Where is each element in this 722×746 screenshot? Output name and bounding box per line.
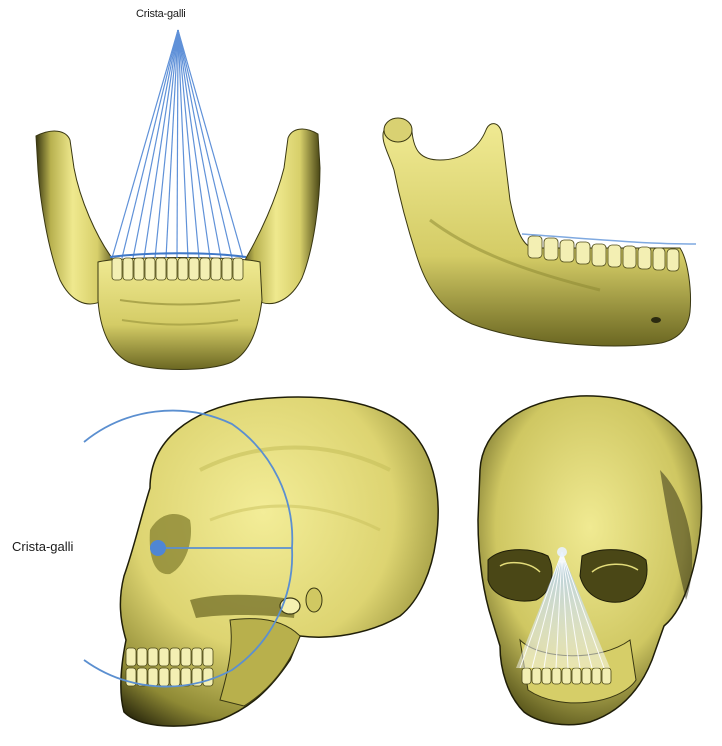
mandible-lateral-body [383,121,691,346]
mandible-lateral-view [383,118,696,346]
projection-fan-frontal [112,30,243,258]
skull-lateral-view [84,397,438,726]
left-orbit [488,550,552,601]
mandible-frontal-view [36,30,320,370]
skull-frontal-view [478,396,702,725]
crista-galli-point [150,540,166,556]
crista-galli-label-top: Crista-galli [136,8,186,20]
teeth-frontal-skull [522,668,611,684]
crista-galli-label-left: Crista-galli [12,539,73,554]
